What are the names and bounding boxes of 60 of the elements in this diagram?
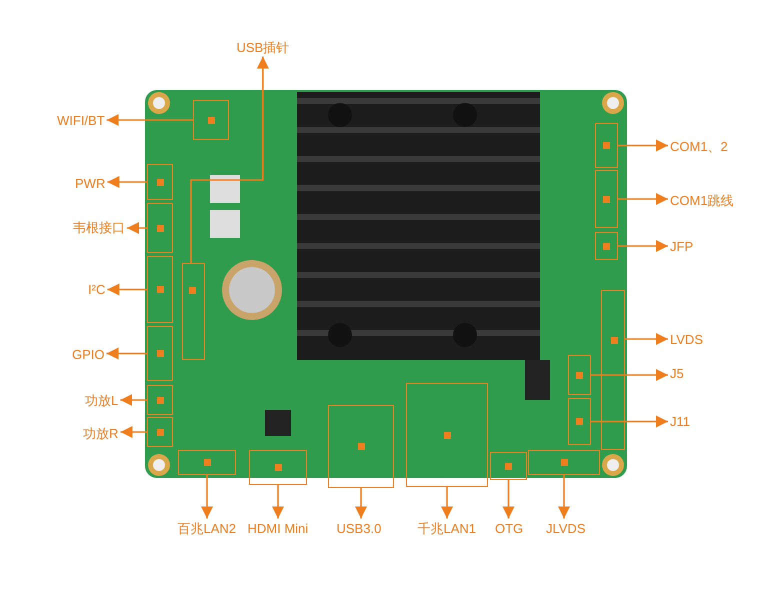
leader-arrow [120, 394, 147, 406]
part-outline [147, 326, 173, 381]
part-outline [147, 203, 173, 253]
part-outline [249, 450, 307, 485]
callout-label: 功放L [85, 392, 118, 408]
callout-label: PWR [75, 176, 106, 190]
callout-label: COM1、2 [670, 138, 728, 154]
part-outline [182, 263, 205, 360]
leader-arrow [120, 426, 147, 438]
callout-label: J5 [670, 366, 684, 380]
callout-label: 韦根接口 [73, 220, 125, 234]
part-outline [147, 385, 173, 415]
leader-arrow [272, 485, 284, 518]
part-outline [328, 405, 394, 488]
callout-label: I²C [88, 282, 106, 296]
callout-label: LVDS [670, 332, 703, 346]
leader-arrow [190, 56, 269, 263]
leader-arrow [106, 114, 193, 126]
leader-arrow [591, 369, 668, 381]
part-outline [406, 383, 488, 487]
callout-label: GPIO [72, 346, 105, 362]
part-outline [601, 290, 625, 450]
part-outline [528, 450, 600, 475]
part-outline [193, 100, 229, 140]
part-outline [147, 417, 173, 447]
callout-label: WIFI/BT [57, 112, 105, 128]
leader-arrow [618, 240, 668, 252]
leader-arrow [625, 333, 668, 345]
leader-arrow [618, 193, 668, 205]
part-outline [147, 256, 173, 323]
leader-arrow [107, 176, 147, 188]
leader-arrow [106, 348, 147, 360]
callout-label: USB3.0 [336, 520, 382, 536]
leader-arrow [502, 480, 514, 518]
leader-arrow [355, 488, 367, 518]
callout-label: COM1跳线 [670, 192, 734, 208]
part-outline [595, 232, 618, 260]
callout-label: J11 [670, 414, 690, 428]
leader-arrow [618, 140, 668, 152]
callout-label: JFP [670, 238, 694, 254]
leader-arrow [127, 222, 147, 234]
leader-arrow [441, 487, 453, 518]
callout-label: 功放R [83, 426, 118, 440]
leader-arrow [558, 475, 570, 518]
leader-arrow [591, 416, 668, 428]
callout-label: OTG [495, 520, 524, 536]
callout-label: HDMI Mini [248, 520, 308, 536]
part-outline [178, 450, 236, 475]
part-outline [595, 123, 618, 168]
callout-label: 千兆LAN1 [418, 520, 476, 536]
part-outline [595, 170, 618, 228]
part-outline [568, 355, 591, 395]
leader-arrow [107, 284, 147, 296]
callout-label: USB插针 [236, 40, 290, 54]
leader-arrow [201, 475, 213, 518]
part-outline [147, 164, 173, 200]
part-outline [490, 452, 527, 480]
callout-label: 百兆LAN2 [178, 520, 236, 536]
callout-label: JLVDS [546, 520, 586, 536]
part-outline [568, 398, 591, 445]
